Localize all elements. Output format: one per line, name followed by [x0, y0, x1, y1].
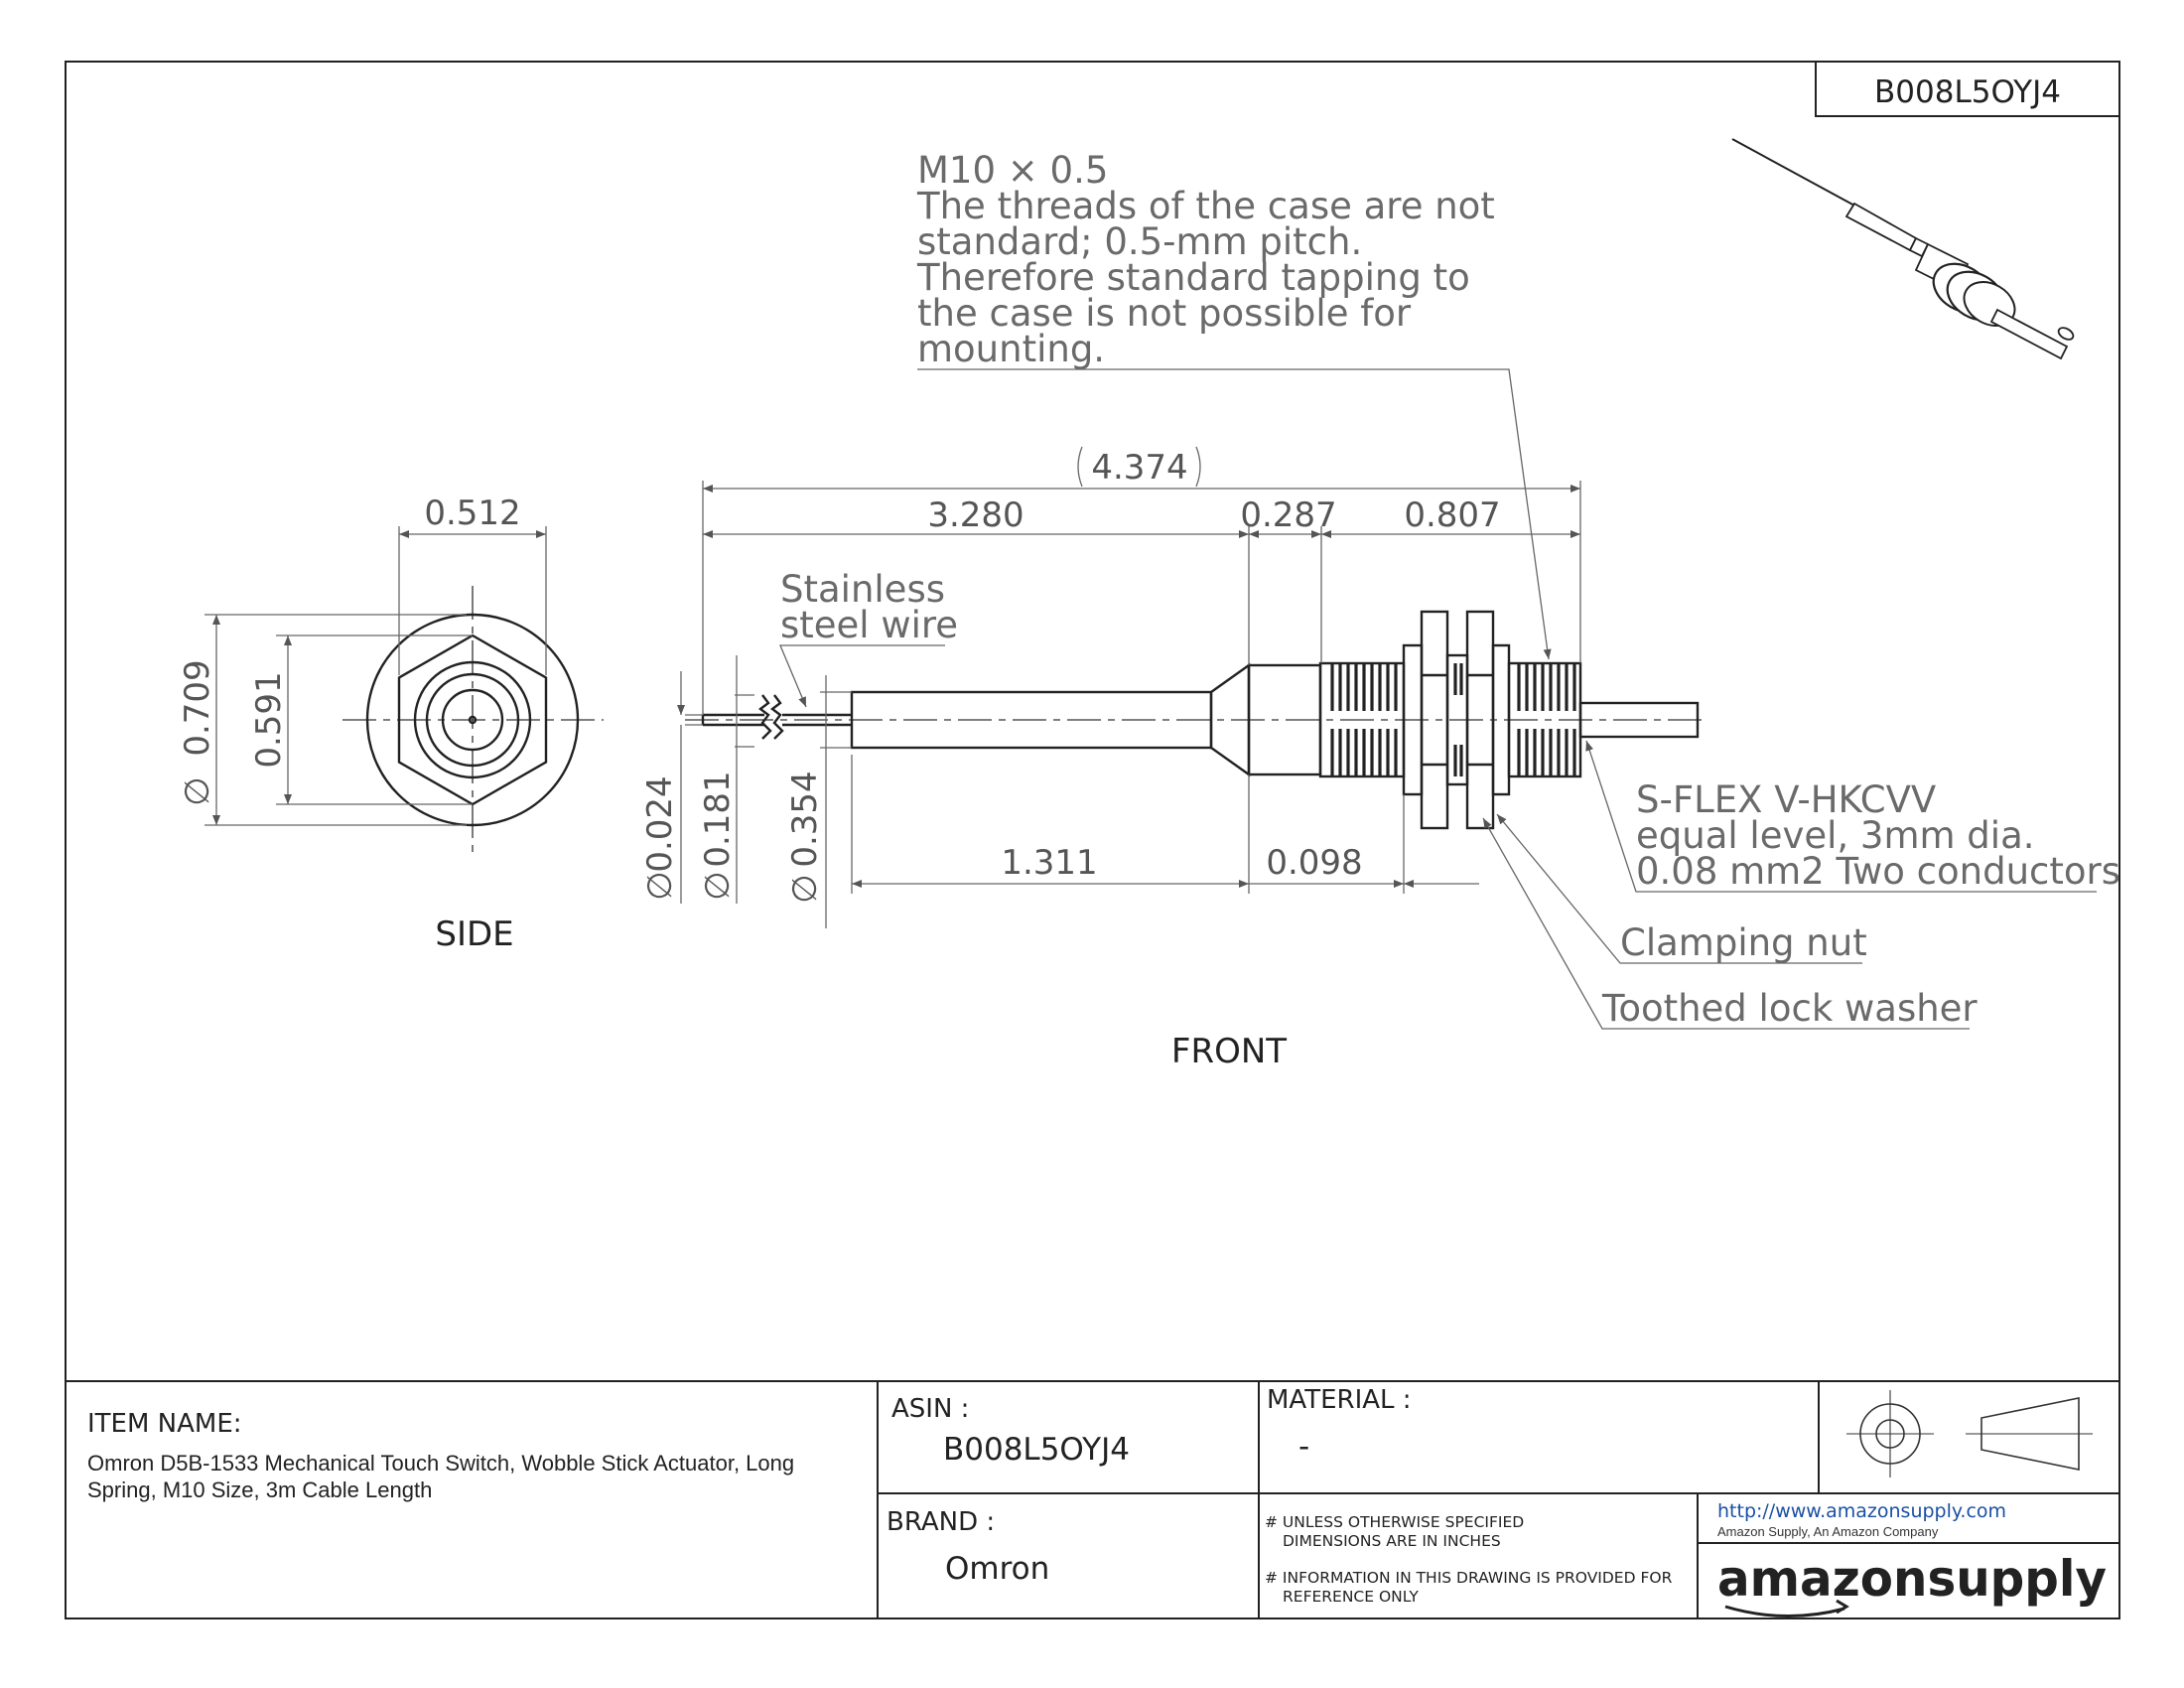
dim-cone-length: 0.287 — [1240, 495, 1336, 535]
item-name-label: ITEM NAME: — [87, 1409, 242, 1439]
dim-hex-across: 0.591 — [249, 671, 289, 768]
title-block — [66, 1380, 2119, 1618]
label-clamping-nut: Clamping nut — [1620, 921, 1867, 964]
isometric-thumbnail — [1731, 138, 2075, 360]
side-dimensions: 0.512 ∅ 0.709 0.591 SIDE — [178, 493, 547, 954]
projection-symbol — [1846, 1390, 2093, 1477]
cable-note-line-3: 0.08 mm2 Two conductors — [1636, 850, 2120, 893]
brand-value: Omron — [945, 1551, 1049, 1587]
amazonsupply-link[interactable]: http://www.amazonsupply.com — [1717, 1500, 2006, 1522]
annotations: M10 × 0.5 The threads of the case are no… — [779, 149, 2120, 1030]
dim-round-diameter-symbol: ∅ — [178, 776, 217, 806]
thread-note-line-2: The threads of the case are not — [916, 185, 1495, 227]
dim-tube-diameter-symbol: ∅ — [785, 874, 825, 904]
spec-note-4: REFERENCE ONLY — [1283, 1588, 1419, 1606]
thread-note-line-1: M10 × 0.5 — [917, 149, 1108, 192]
spec-note-1: # UNLESS OTHERWISE SPECIFIED — [1265, 1513, 1524, 1531]
item-name-line-1: Omron D5B-1533 Mechanical Touch Switch, … — [87, 1451, 794, 1476]
cable-note-line-2: equal level, 3mm dia. — [1636, 814, 2035, 857]
thread-note-line-5: the case is not possible for — [917, 292, 1412, 335]
asin-label: ASIN : — [891, 1394, 969, 1424]
material-value: - — [1298, 1429, 1309, 1465]
material-label: MATERIAL : — [1267, 1385, 1412, 1415]
sheet-border — [65, 61, 2120, 1619]
thread-hatching — [1330, 663, 1576, 776]
wire-note-line-2: steel wire — [780, 604, 958, 646]
dim-wire-length: 3.280 — [927, 495, 1024, 535]
cable-note-line-1: S-FLEX V-HKCVV — [1636, 778, 1936, 821]
logo-wordmark: amazonsupply — [1717, 1550, 2107, 1608]
spec-note-2: DIMENSIONS ARE IN INCHES — [1283, 1532, 1501, 1550]
amazonsupply-logo: amazonsupply — [1717, 1550, 2107, 1618]
dim-hex-width: 0.512 — [424, 493, 520, 533]
dim-round-diameter: 0.709 — [178, 659, 217, 756]
asin-tag-text: B008L5OYJ4 — [1874, 74, 2061, 110]
thread-note-line-3: standard; 0.5-mm pitch. — [917, 220, 1362, 263]
label-lock-washer: Toothed lock washer — [1601, 987, 1978, 1030]
wire-note-line-1: Stainless — [780, 568, 945, 611]
dim-collar-length: 0.098 — [1266, 843, 1362, 883]
front-dimensions: 4.374 3.280 0.287 0.807 1.311 0.098 0.02… — [640, 446, 1581, 1071]
label-front-view: FRONT — [1171, 1032, 1287, 1071]
dim-wire-diameter: 0.024 — [640, 775, 680, 872]
asin-value: B008L5OYJ4 — [943, 1432, 1130, 1468]
dim-tube-length: 1.311 — [1001, 843, 1097, 883]
company-tagline: Amazon Supply, An Amazon Company — [1717, 1524, 1939, 1539]
dim-tube-diameter: 0.354 — [785, 771, 825, 867]
front-view — [685, 610, 1707, 830]
thread-note-line-4: Therefore standard tapping to — [916, 256, 1470, 299]
dim-sleeve-diameter: 0.181 — [698, 771, 738, 867]
asin-tag: B008L5OYJ4 — [1815, 61, 2120, 117]
dim-overall: 4.374 — [1091, 448, 1187, 488]
item-name-line-2: Spring, M10 Size, 3m Cable Length — [87, 1477, 432, 1502]
thread-note-line-6: mounting. — [917, 328, 1105, 370]
dim-wire-diameter-symbol: ∅ — [640, 871, 680, 901]
label-side-view: SIDE — [435, 914, 513, 954]
spec-note-3: # INFORMATION IN THIS DRAWING IS PROVIDE… — [1265, 1569, 1673, 1587]
brand-label: BRAND : — [887, 1507, 995, 1537]
dim-sleeve-diameter-symbol: ∅ — [698, 871, 738, 901]
side-view — [342, 586, 604, 854]
dim-thread-length: 0.807 — [1404, 495, 1500, 535]
